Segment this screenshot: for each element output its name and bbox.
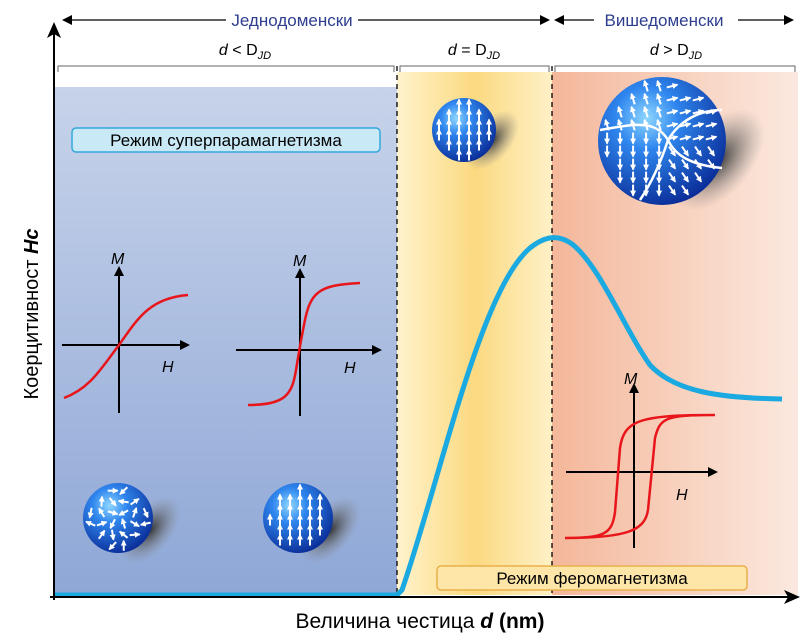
single-domain-label: Једнодоменски xyxy=(231,11,352,30)
ferromagnetism-label: Режим феромагнетизма xyxy=(496,569,688,588)
multi-domain-label: Вишедоменски xyxy=(605,11,724,30)
particle-sphere xyxy=(83,483,153,553)
loop3-m-label: M xyxy=(624,371,638,388)
spin-arrow xyxy=(130,534,140,535)
particle-sphere xyxy=(432,98,496,162)
region-label-equal: d = DJD xyxy=(448,42,500,62)
bracket-equal xyxy=(400,66,549,72)
spin-arrow xyxy=(112,530,113,540)
loop3-h-label: H xyxy=(676,487,688,504)
y-axis-label: Коерцитивност Hc xyxy=(21,228,43,399)
particle-sphere xyxy=(263,483,333,553)
loop1-m-label: M xyxy=(111,251,125,268)
particle-sphere xyxy=(598,77,726,205)
loop2-m-label: M xyxy=(293,253,307,270)
bracket-small xyxy=(58,66,394,72)
spin-arrow xyxy=(101,497,102,507)
superparamagnetism-label: Режим суперпарамагнетизма xyxy=(110,131,342,150)
region-label-large: d > DJD xyxy=(650,42,702,62)
loop2-h-label: H xyxy=(344,360,356,377)
region-label-small: d < DJD xyxy=(219,42,271,62)
loop1-h-label: H xyxy=(162,359,174,376)
bracket-large xyxy=(555,66,795,72)
spin-arrow xyxy=(119,501,129,502)
x-axis-label: Величина честица d (nm) xyxy=(296,610,545,633)
